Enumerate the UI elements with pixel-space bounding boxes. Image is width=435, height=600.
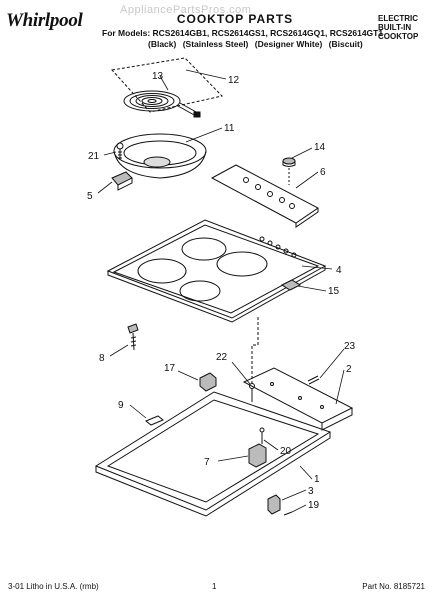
callout-2: 2	[346, 364, 352, 375]
callout-17: 17	[164, 363, 176, 374]
callout-9: 9	[118, 400, 124, 411]
page-number: 1	[212, 582, 217, 591]
callout-19: 19	[308, 500, 320, 511]
cooktop-glass	[106, 219, 327, 323]
callout-8: 8	[99, 353, 105, 364]
model-variants: (Black) (Stainless Steel) (Designer Whit…	[148, 39, 368, 49]
screw-22	[249, 383, 255, 402]
callout-22: 22	[216, 352, 228, 363]
clip-bracket	[280, 279, 302, 291]
support-bracket	[267, 494, 281, 515]
variant-biscuit: (Biscuit)	[328, 39, 363, 49]
print-info: 3-01 Litho in U.S.A. (rmb)	[8, 582, 99, 591]
screw-23	[307, 375, 320, 385]
page-title: COOKTOP PARTS	[176, 12, 294, 26]
callout-5: 5	[87, 191, 93, 202]
models-line: For Models: RCS2614GB1, RCS2614GS1, RCS2…	[102, 28, 384, 38]
variant-white: (Designer White)	[254, 39, 323, 49]
burner-box	[94, 391, 332, 517]
callout-4: 4	[336, 265, 342, 276]
callout-3: 3	[308, 486, 314, 497]
control-panel	[210, 164, 319, 228]
callout-numbers: 13 12 11 21 5 14 6 4 15 8 17 22 23 2 9 2…	[87, 71, 356, 511]
variant-black: (Black)	[148, 39, 177, 49]
callout-6: 6	[320, 167, 326, 178]
leader-lines	[97, 69, 345, 513]
callout-23: 23	[344, 341, 356, 352]
part-number: Part No. 8185721	[362, 582, 425, 591]
control-bracket	[242, 367, 354, 431]
control-knob	[282, 157, 296, 185]
screw-21	[116, 142, 124, 160]
callout-1: 1	[314, 474, 320, 485]
callout-7: 7	[204, 457, 210, 468]
callout-12: 12	[228, 75, 240, 86]
callout-13: 13	[152, 71, 164, 82]
product-category: ELECTRIC BUILT-IN COOKTOP	[378, 14, 419, 41]
whirlpool-logo: Whirlpool	[6, 10, 83, 32]
surface-element	[123, 90, 201, 118]
watermark: AppliancePartsPros.com	[120, 4, 252, 16]
callout-11: 11	[224, 123, 235, 134]
guide-line	[251, 317, 259, 385]
variant-stainless: (Stainless Steel)	[182, 39, 249, 49]
terminal-block	[248, 427, 267, 468]
drip-bowl	[113, 133, 207, 179]
screw-8	[127, 323, 139, 351]
element-dashed-box	[111, 57, 223, 113]
mounting-clip	[199, 372, 217, 392]
brand-name: Whirlpool	[6, 10, 83, 31]
callout-15: 15	[328, 286, 340, 297]
callout-21: 21	[88, 151, 100, 162]
callout-20: 20	[280, 446, 292, 457]
label-plate	[145, 415, 164, 426]
callout-14: 14	[314, 142, 326, 153]
screw-19	[283, 511, 293, 516]
receptacle	[111, 171, 133, 191]
